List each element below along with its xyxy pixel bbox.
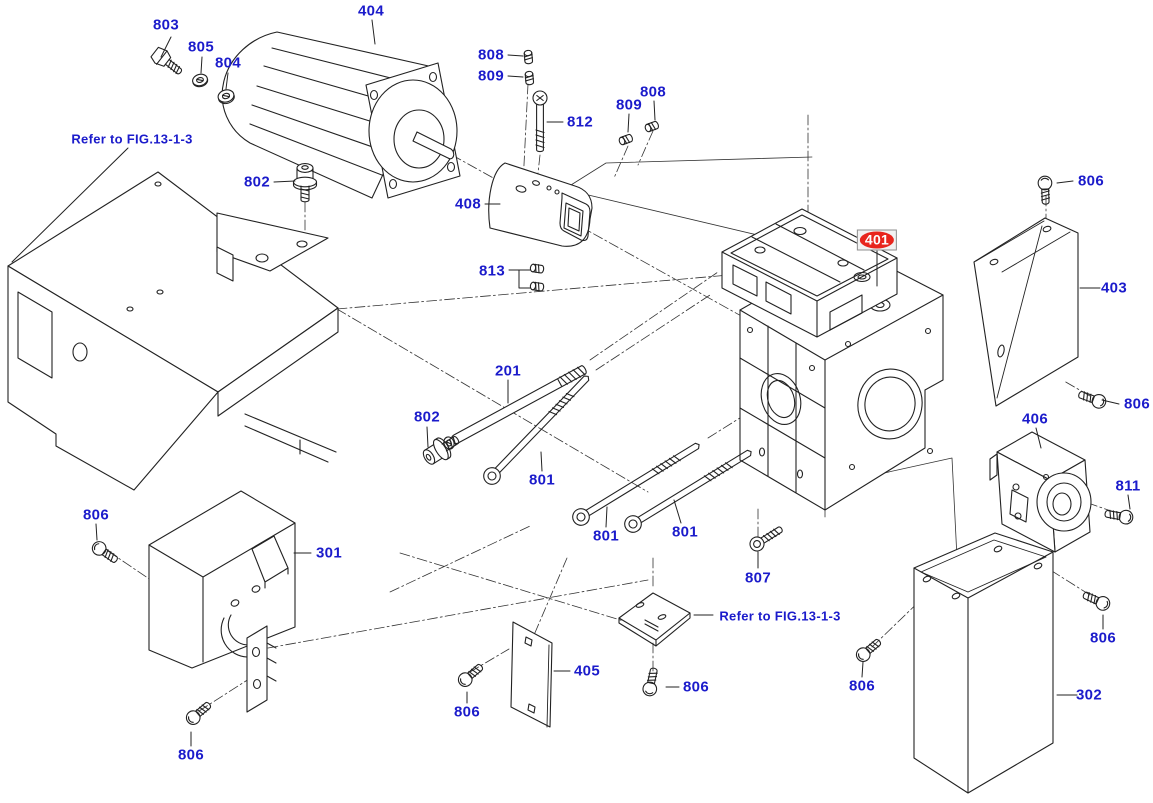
motor-shaft xyxy=(412,131,455,160)
screw-811 xyxy=(1103,506,1135,526)
callout-408[interactable]: 408 xyxy=(455,195,481,213)
callout-806-f[interactable]: 806 xyxy=(849,677,875,695)
callout-802-b[interactable]: 802 xyxy=(414,408,440,426)
callout-807[interactable]: 807 xyxy=(745,569,771,587)
callout-806-d[interactable]: 806 xyxy=(1078,172,1104,190)
callout-813[interactable]: 813 xyxy=(479,262,505,280)
callout-803[interactable]: 803 xyxy=(153,16,179,34)
callout-301[interactable]: 301 xyxy=(316,544,342,562)
set-screw-813-b xyxy=(529,281,545,293)
callout-405[interactable]: 405 xyxy=(574,662,600,680)
callout-809-b[interactable]: 809 xyxy=(616,96,642,114)
screw-806-g xyxy=(1080,587,1113,614)
hex-bolt-803 xyxy=(150,46,183,75)
enclosure-fig13-drawing xyxy=(7,171,339,491)
screw-806-b xyxy=(455,660,487,690)
screw-806-d xyxy=(1037,175,1054,205)
screw-806-a xyxy=(89,538,121,567)
screw-812 xyxy=(532,90,548,153)
screw-806-h xyxy=(183,698,215,728)
small-plate-drawing xyxy=(618,592,691,647)
cross-reference-left[interactable]: Refer to FIG.13-1-3 xyxy=(71,131,193,147)
callout-809-a[interactable]: 809 xyxy=(478,67,504,85)
callout-806-e[interactable]: 806 xyxy=(1124,395,1150,413)
screw-806-e xyxy=(1076,387,1109,411)
callout-403[interactable]: 403 xyxy=(1101,279,1127,297)
nut-805 xyxy=(190,72,210,89)
set-screw-809-a xyxy=(524,70,535,86)
callout-806-a[interactable]: 806 xyxy=(83,506,109,524)
set-screw-808-b xyxy=(643,120,660,134)
callout-404[interactable]: 404 xyxy=(358,2,384,20)
plate-405-drawing xyxy=(510,621,553,728)
callout-801-c[interactable]: 801 xyxy=(672,523,698,541)
callout-802-a[interactable]: 802 xyxy=(244,173,270,191)
callout-812[interactable]: 812 xyxy=(567,113,593,131)
callout-808-a[interactable]: 808 xyxy=(478,46,504,64)
leader-lines xyxy=(11,19,1131,747)
bolt-802-a xyxy=(292,163,318,203)
cover-302-drawing xyxy=(913,532,1054,794)
screw-807 xyxy=(746,522,786,555)
callout-302[interactable]: 302 xyxy=(1076,686,1102,704)
gearhead-406-drawing xyxy=(989,431,1092,553)
callout-406[interactable]: 406 xyxy=(1022,410,1048,428)
screw-806-c xyxy=(641,666,662,698)
gearbox-housing-401-drawing xyxy=(721,208,944,511)
coupling-408-drawing xyxy=(488,162,593,247)
callout-804[interactable]: 804 xyxy=(215,54,241,72)
bolt-801-b xyxy=(569,437,704,529)
callout-805[interactable]: 805 xyxy=(188,38,214,56)
set-screw-813-a xyxy=(529,263,545,275)
callout-806-b[interactable]: 806 xyxy=(454,703,480,721)
callout-401-highlighted[interactable]: 401 xyxy=(856,229,898,251)
callout-201[interactable]: 201 xyxy=(495,362,521,380)
set-screw-808-a xyxy=(523,49,534,65)
screw-806-f xyxy=(853,635,885,665)
cross-reference-bottom[interactable]: Refer to FIG.13-1-3 xyxy=(719,608,841,624)
bolt-801-a xyxy=(479,370,595,489)
highlighted-part-number: 401 xyxy=(859,231,895,249)
callout-806-c[interactable]: 806 xyxy=(683,678,709,696)
callout-801-a[interactable]: 801 xyxy=(529,471,555,489)
callout-811[interactable]: 811 xyxy=(1115,477,1141,495)
motor-404-drawing xyxy=(221,31,461,199)
cover-403-drawing xyxy=(973,217,1079,407)
cover-301-drawing xyxy=(148,490,296,713)
callout-808-b[interactable]: 808 xyxy=(640,83,666,101)
mounting-bracket-drawing xyxy=(216,212,329,282)
callout-801-b[interactable]: 801 xyxy=(593,527,619,545)
set-screw-809-b xyxy=(617,133,634,147)
callout-806-h[interactable]: 806 xyxy=(178,746,204,764)
callout-806-g[interactable]: 806 xyxy=(1090,629,1116,647)
bolt-801-c xyxy=(621,444,756,536)
